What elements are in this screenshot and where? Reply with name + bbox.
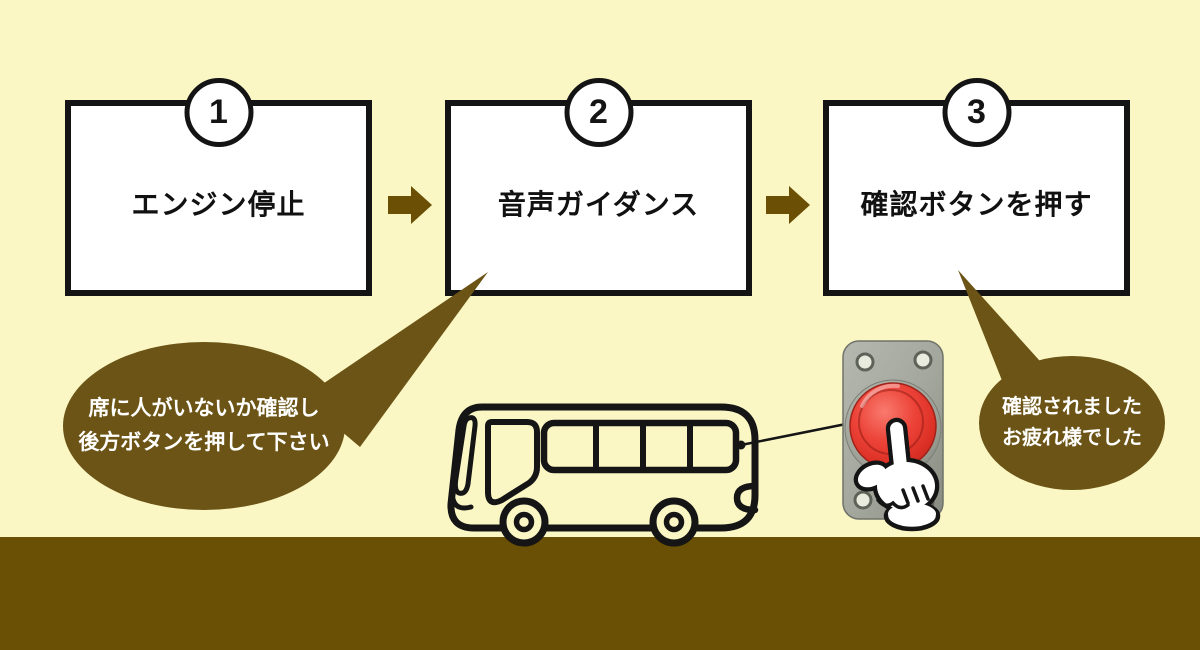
screw-hole bbox=[853, 490, 873, 510]
motion-lines bbox=[901, 484, 930, 505]
screw-hole bbox=[855, 352, 875, 372]
bubble-left-line2: 後方ボタンを押して下さい bbox=[78, 431, 330, 454]
step-label-2: 音声ガイダンス bbox=[497, 189, 700, 220]
bubble-right-line1: 確認されました bbox=[1002, 396, 1142, 418]
step-label-1: エンジン停止 bbox=[131, 189, 306, 220]
step-number: 2 bbox=[589, 93, 608, 131]
step-box-1: 1 エンジン停止 bbox=[65, 78, 372, 296]
speech-bubble-right: 確認されました お疲れ様でした bbox=[979, 356, 1165, 490]
screw-hole bbox=[913, 350, 933, 370]
arrow-right-icon bbox=[766, 186, 810, 224]
step-box-2: 2 音声ガイダンス bbox=[445, 78, 752, 296]
step-number-badge-2: 2 bbox=[564, 78, 633, 147]
step-number-badge-3: 3 bbox=[942, 78, 1011, 147]
step-number: 1 bbox=[209, 93, 228, 131]
step-box-3: 3 確認ボタンを押す bbox=[823, 78, 1130, 296]
pointing-hand-icon bbox=[853, 417, 941, 532]
ground-bar bbox=[0, 537, 1200, 650]
step-number-badge-1: 1 bbox=[184, 78, 253, 147]
step-label-3: 確認ボタンを押す bbox=[860, 189, 1093, 220]
bus-icon bbox=[447, 403, 759, 547]
speech-bubble-left: 席に人がいないか確認し 後方ボタンを押して下さい bbox=[63, 342, 345, 510]
bubble-left-line1: 席に人がいないか確認し bbox=[88, 397, 320, 421]
step-number: 3 bbox=[967, 93, 986, 131]
arrow-right-icon bbox=[388, 186, 432, 224]
bubble-right-line2: お疲れ様でした bbox=[1002, 427, 1142, 449]
